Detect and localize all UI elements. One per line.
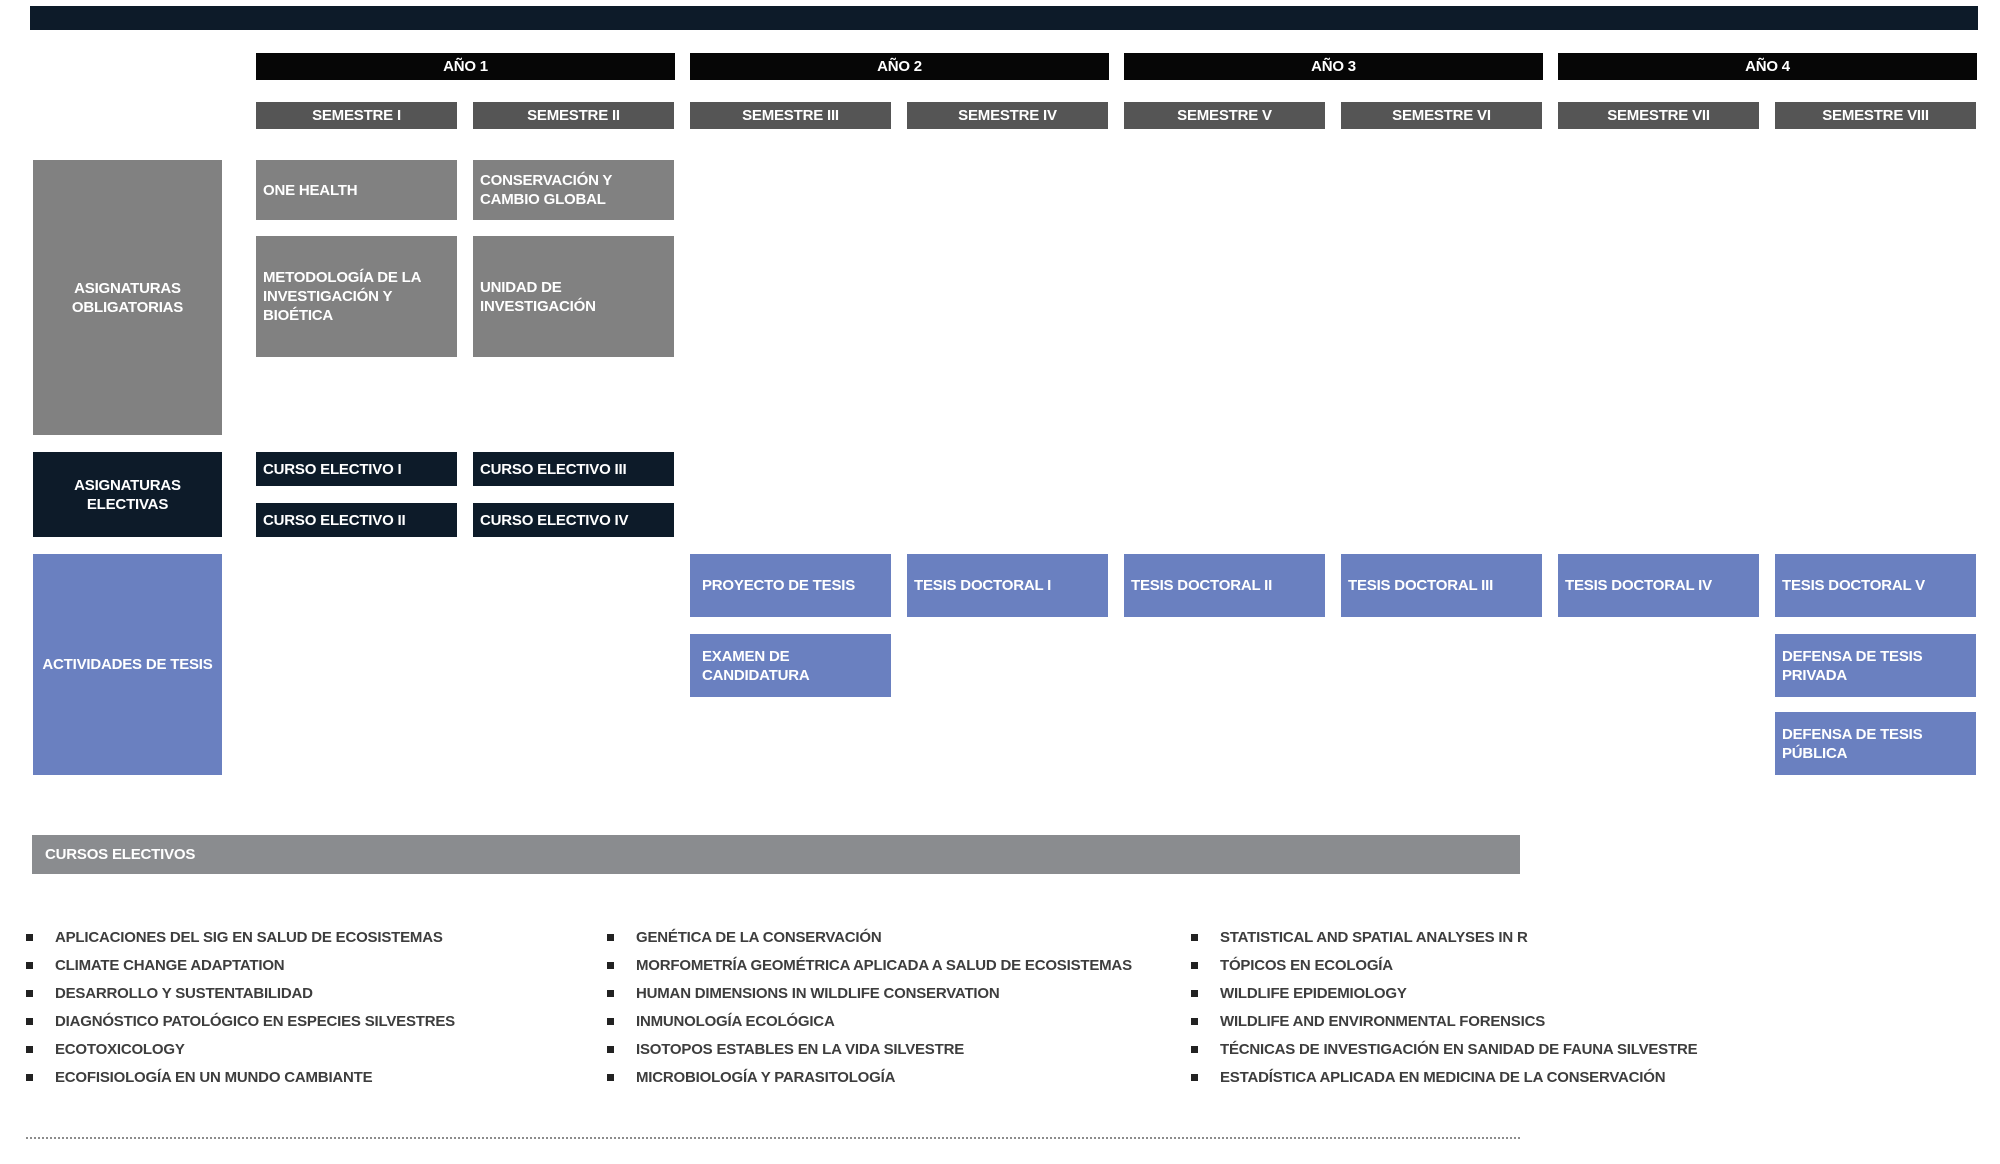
bullet-icon: [607, 1017, 614, 1025]
list-item: HUMAN DIMENSIONS IN WILDLIFE CONSERVATIO…: [607, 979, 1132, 1007]
semester-header-8: SEMESTRE VIII: [1775, 102, 1976, 129]
list-item: WILDLIFE AND ENVIRONMENTAL FORENSICS: [1191, 1007, 1697, 1035]
course-defensa-publica: DEFENSA DE TESIS PÚBLICA: [1775, 712, 1976, 775]
semester-header-1: SEMESTRE I: [256, 102, 457, 129]
bullet-icon: [26, 933, 33, 941]
bullet-icon: [1191, 989, 1198, 997]
course-metodologia-bioetica: METODOLOGÍA DE LA INVESTIGACIÓN Y BIOÉTI…: [256, 236, 457, 357]
semester-header-7: SEMESTRE VII: [1558, 102, 1759, 129]
list-item: CLIMATE CHANGE ADAPTATION: [26, 951, 455, 979]
bullet-icon: [26, 1017, 33, 1025]
semester-header-6: SEMESTRE VI: [1341, 102, 1542, 129]
course-one-health: ONE HEALTH: [256, 160, 457, 220]
list-item: MICROBIOLOGÍA Y PARASITOLOGÍA: [607, 1063, 1132, 1091]
year-header-2: AÑO 2: [690, 53, 1109, 80]
bullet-icon: [26, 1045, 33, 1053]
course-proyecto-tesis: PROYECTO DE TESIS: [690, 554, 891, 617]
top-bar: [30, 6, 1978, 30]
bullet-icon: [607, 1073, 614, 1081]
list-item: MORFOMETRÍA GEOMÉTRICA APLICADA A SALUD …: [607, 951, 1132, 979]
semester-header-4: SEMESTRE IV: [907, 102, 1108, 129]
bullet-icon: [607, 961, 614, 969]
cursos-list-col3: STATISTICAL AND SPATIAL ANALYSES IN R TÓ…: [1191, 923, 1698, 1091]
course-tesis-doctoral-1: TESIS DOCTORAL I: [907, 554, 1108, 617]
course-electivo-4: CURSO ELECTIVO IV: [473, 503, 674, 537]
list-item: INMUNOLOGÍA ECOLÓGICA: [607, 1007, 1132, 1035]
bullet-icon: [1191, 1017, 1198, 1025]
bullet-icon: [1191, 961, 1198, 969]
row-label-tesis: ACTIVIDADES DE TESIS: [33, 554, 222, 775]
list-item: DIAGNÓSTICO PATOLÓGICO EN ESPECIES SILVE…: [26, 1007, 455, 1035]
course-defensa-privada: DEFENSA DE TESIS PRIVADA: [1775, 634, 1976, 697]
bullet-icon: [607, 989, 614, 997]
bullet-icon: [1191, 933, 1198, 941]
bullet-icon: [26, 961, 33, 969]
year-header-1: AÑO 1: [256, 53, 675, 80]
course-tesis-doctoral-2: TESIS DOCTORAL II: [1124, 554, 1325, 617]
cursos-list-col1: APLICACIONES DEL SIG EN SALUD DE ECOSIST…: [26, 923, 455, 1091]
course-electivo-2: CURSO ELECTIVO II: [256, 503, 457, 537]
bullet-icon: [607, 933, 614, 941]
list-item: ISOTOPOS ESTABLES EN LA VIDA SILVESTRE: [607, 1035, 1132, 1063]
row-label-electivas: ASIGNATURAS ELECTIVAS: [33, 452, 222, 537]
bullet-icon: [1191, 1073, 1198, 1081]
year-header-4: AÑO 4: [1558, 53, 1977, 80]
list-item: WILDLIFE EPIDEMIOLOGY: [1191, 979, 1697, 1007]
course-electivo-1: CURSO ELECTIVO I: [256, 452, 457, 486]
course-examen-candidatura: EXAMEN DE CANDIDATURA: [690, 634, 891, 697]
list-item: ECOTOXICOLOGY: [26, 1035, 455, 1063]
bullet-icon: [26, 989, 33, 997]
course-tesis-doctoral-4: TESIS DOCTORAL IV: [1558, 554, 1759, 617]
semester-header-2: SEMESTRE II: [473, 102, 674, 129]
course-conservacion-cambio-global: CONSERVACIÓN Y CAMBIO GLOBAL: [473, 160, 674, 220]
cursos-list-col2: GENÉTICA DE LA CONSERVACIÓN MORFOMETRÍA …: [607, 923, 1132, 1091]
course-electivo-3: CURSO ELECTIVO III: [473, 452, 674, 486]
course-tesis-doctoral-3: TESIS DOCTORAL III: [1341, 554, 1542, 617]
bullet-icon: [607, 1045, 614, 1053]
list-item: TÓPICOS EN ECOLOGÍA: [1191, 951, 1697, 979]
course-unidad-investigacion: UNIDAD DE INVESTIGACIÓN: [473, 236, 674, 357]
year-header-3: AÑO 3: [1124, 53, 1543, 80]
list-item: ESTADÍSTICA APLICADA EN MEDICINA DE LA C…: [1191, 1063, 1697, 1091]
bullet-icon: [26, 1073, 33, 1081]
row-label-obligatorias: ASIGNATURAS OBLIGATORIAS: [33, 160, 222, 435]
bullet-icon: [1191, 1045, 1198, 1053]
list-item: TÉCNICAS DE INVESTIGACIÓN EN SANIDAD DE …: [1191, 1035, 1698, 1063]
dotted-divider: [26, 1137, 1520, 1139]
course-tesis-doctoral-5: TESIS DOCTORAL V: [1775, 554, 1976, 617]
list-item: APLICACIONES DEL SIG EN SALUD DE ECOSIST…: [26, 923, 455, 951]
semester-header-3: SEMESTRE III: [690, 102, 891, 129]
list-item: DESARROLLO Y SUSTENTABILIDAD: [26, 979, 455, 1007]
list-item: ECOFISIOLOGÍA EN UN MUNDO CAMBIANTE: [26, 1063, 455, 1091]
list-item: GENÉTICA DE LA CONSERVACIÓN: [607, 923, 1132, 951]
semester-header-5: SEMESTRE V: [1124, 102, 1325, 129]
cursos-electivos-banner: CURSOS ELECTIVOS: [32, 835, 1520, 874]
list-item: STATISTICAL AND SPATIAL ANALYSES IN R: [1191, 923, 1697, 951]
